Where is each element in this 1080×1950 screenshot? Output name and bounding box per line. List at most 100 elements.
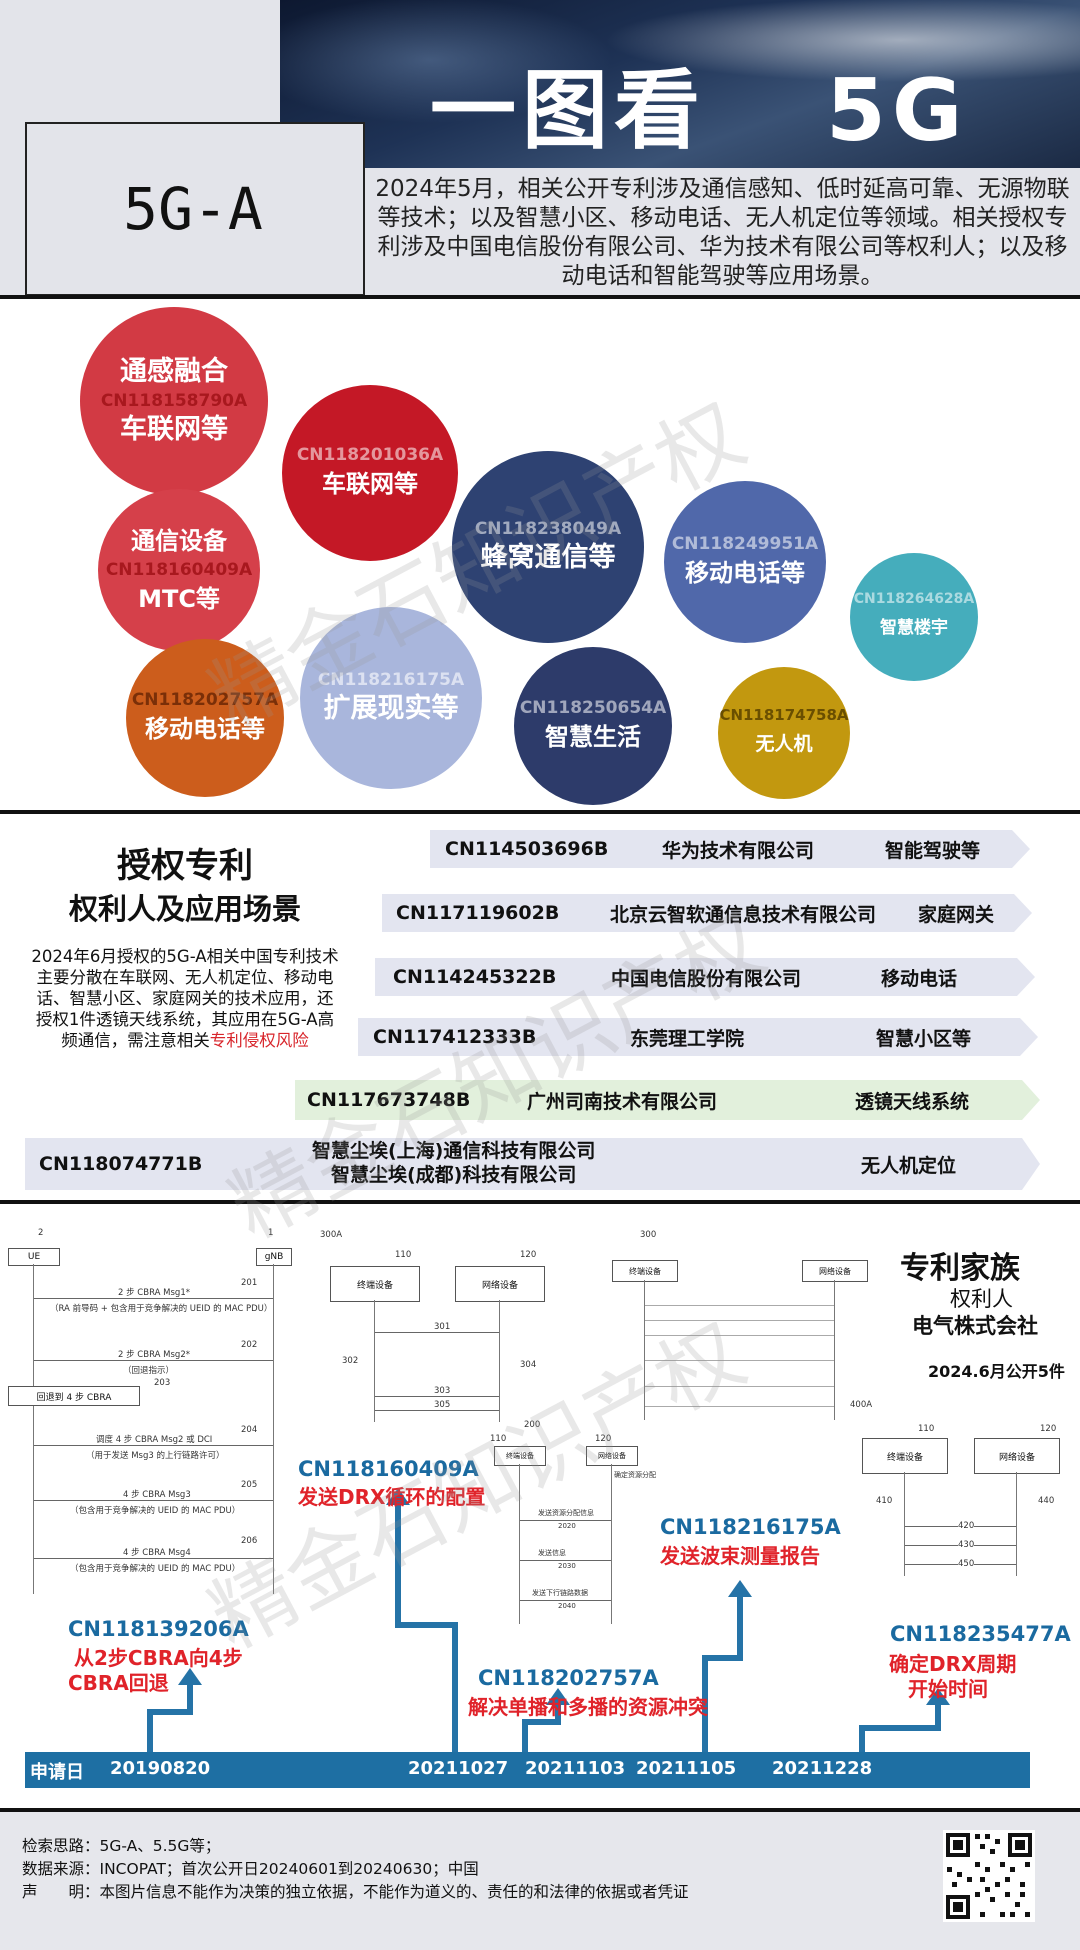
lifeline bbox=[1016, 1472, 1017, 1576]
network-box: 网络设备 bbox=[455, 1266, 545, 1302]
bubble-code: CN118160409A bbox=[105, 560, 253, 580]
diagram-ref: 1 bbox=[268, 1228, 274, 1238]
annotation-code: CN118202757A bbox=[478, 1666, 659, 1690]
timeline-label: 申请日 bbox=[30, 1762, 84, 1783]
ue-box: UE bbox=[8, 1248, 60, 1266]
fallback-box: 回退到 4 步 CBRA bbox=[8, 1386, 140, 1406]
bubble: CN118202757A 移动电话等 bbox=[126, 639, 284, 797]
patent-owner: 智慧尘埃(上海)通信科技有限公司 智慧尘埃(成都)科技有限公司 bbox=[312, 1139, 595, 1187]
bubble-code: CN118202757A bbox=[131, 690, 279, 710]
annotation-code: CN118235477A bbox=[890, 1622, 1071, 1646]
footer-disclaimer: 声 明：本图片信息不能作为决策的独立依据，不能作为道义的、责任的和法律的依据或者… bbox=[22, 1883, 689, 1901]
bubble-label: 移动电话等 bbox=[685, 559, 805, 587]
sequence-diagram-300: 300 终端设备 网络设备 bbox=[610, 1228, 900, 1428]
message-label: 发送资源分配信息 bbox=[538, 1509, 594, 1517]
message-arrow bbox=[34, 1445, 273, 1446]
sequence-diagram-cbra: 2 1 UE gNB 2 步 CBRA Msg1* 201 （RA 前导码 + … bbox=[8, 1228, 298, 1598]
bubble-top: 通感融合 bbox=[120, 356, 228, 387]
annotation-code: CN118216175A bbox=[660, 1515, 841, 1539]
message-label: 4 步 CBRA Msg4 bbox=[123, 1548, 191, 1558]
terminal-box: 终端设备 bbox=[330, 1266, 420, 1302]
gnb-box: gNB bbox=[256, 1248, 292, 1266]
patent-number: CN117412333B bbox=[373, 1026, 537, 1048]
patent-row: CN114503696B 华为技术有限公司 智能驾驶等 bbox=[430, 830, 1030, 868]
patent-scene: 移动电话 bbox=[881, 967, 958, 990]
step-number: 430 bbox=[958, 1540, 975, 1550]
bubble-cluster: 通感融合 CN118158790A 车联网等 CN118201036A 车联网等… bbox=[0, 299, 1080, 809]
granted-desc-text: 2024年6月授权的5G-A相关中国专利技术主要分散在车联网、无人机定位、移动电… bbox=[31, 947, 339, 1050]
message-sub: （回退指示） bbox=[123, 1366, 175, 1376]
lifeline bbox=[834, 1280, 835, 1420]
bubble-code: CN118249951A bbox=[671, 534, 819, 554]
bubble-label: 车联网等 bbox=[322, 470, 418, 498]
patent-owner-line2: 智慧尘埃(成都)科技有限公司 bbox=[331, 1164, 577, 1186]
bubble-code: CN118158790A bbox=[100, 391, 248, 411]
message-arrow bbox=[34, 1360, 273, 1361]
message-sub: （用于发送 Msg3 的上行链路许可） bbox=[86, 1451, 225, 1461]
annotation-desc: 开始时间 bbox=[908, 1677, 988, 1701]
message-arrow bbox=[645, 1320, 834, 1321]
connector-arrow bbox=[522, 1700, 561, 1752]
bubble: CN118238049A 蜂窝通信等 bbox=[452, 451, 644, 643]
lifeline bbox=[611, 1464, 612, 1624]
message-arrow bbox=[34, 1298, 273, 1299]
annotation-code: CN118160409A bbox=[298, 1457, 479, 1481]
header-banner bbox=[280, 0, 1080, 168]
footer-search: 检索思路：5G-A、5.5G等； bbox=[22, 1837, 221, 1855]
annotation-desc: 发送DRX循环的配置 bbox=[298, 1485, 486, 1509]
annotation-code: CN118139206A bbox=[68, 1617, 249, 1641]
message-label: 发送信息 bbox=[538, 1549, 566, 1557]
bubble-top: 通信设备 bbox=[131, 527, 227, 555]
connector-arrowhead bbox=[546, 1688, 570, 1705]
patent-row: CN117119602B 北京云智软通信息技术有限公司 家庭网关 bbox=[382, 894, 1032, 932]
step-number: 420 bbox=[958, 1521, 975, 1531]
network-box: 网络设备 bbox=[802, 1260, 868, 1282]
bubble-label: 扩展现实等 bbox=[323, 693, 459, 724]
diagram-ref: 120 bbox=[595, 1434, 612, 1444]
diagram-ref: 2 bbox=[38, 1228, 44, 1238]
lifeline bbox=[904, 1472, 905, 1576]
sequence-diagram-200: 200 110 120 终端设备 网络设备 确定资源分配 发送资源分配信息 20… bbox=[490, 1420, 656, 1630]
bubble-label: 智慧楼宇 bbox=[880, 618, 948, 638]
patent-owner: 华为技术有限公司 bbox=[662, 839, 815, 862]
step-number: 2020 bbox=[558, 1522, 576, 1530]
annotation-desc: CBRA回退 bbox=[68, 1671, 169, 1695]
step-number: 2030 bbox=[558, 1562, 576, 1570]
lifeline bbox=[519, 1464, 520, 1624]
granted-title: 授权专利 bbox=[117, 846, 253, 886]
diagram-ref: 200 bbox=[524, 1420, 541, 1430]
sequence-diagram-400a: 400A 110 120 终端设备 网络设备 410 440 420 430 4… bbox=[850, 1400, 1070, 1580]
patent-scene: 智慧小区等 bbox=[876, 1027, 972, 1050]
message-arrow bbox=[34, 1500, 273, 1501]
connector-arrow bbox=[147, 1680, 193, 1752]
bubble: CN118264628A 智慧楼宇 bbox=[850, 553, 978, 681]
timeline-date: 20211105 bbox=[636, 1758, 737, 1779]
bubble-code: CN118250654A bbox=[519, 698, 667, 718]
patent-number: CN117673748B bbox=[307, 1089, 471, 1111]
diagram-ref: 300A bbox=[320, 1230, 343, 1240]
step-number: 206 bbox=[241, 1536, 258, 1546]
message-arrow bbox=[375, 1396, 499, 1397]
timeline-date: 20211228 bbox=[772, 1758, 873, 1779]
message-arrow bbox=[375, 1410, 499, 1411]
connector-arrowhead bbox=[178, 1668, 202, 1685]
diagram-ref: 110 bbox=[395, 1250, 412, 1260]
patent-row: CN118074771B 智慧尘埃(上海)通信科技有限公司 智慧尘埃(成都)科技… bbox=[25, 1138, 1040, 1190]
bubble-code: CN118238049A bbox=[474, 519, 622, 539]
message-arrow bbox=[520, 1600, 611, 1601]
bubble: CN118250654A 智慧生活 bbox=[514, 647, 672, 805]
message-sub: （包含用于竞争解决的 UEID 的 MAC PDU） bbox=[70, 1506, 241, 1516]
family-title: 专利家族 bbox=[900, 1251, 1020, 1286]
patent-number: CN114245322B bbox=[393, 966, 557, 988]
bubble: CN118249951A 移动电话等 bbox=[664, 481, 826, 643]
message-arrow bbox=[520, 1520, 611, 1521]
bubble: CN118216175A 扩展现实等 bbox=[300, 607, 482, 789]
step-number: 304 bbox=[520, 1360, 537, 1370]
terminal-box: 终端设备 bbox=[612, 1260, 678, 1282]
patent-row: CN114245322B 中国电信股份有限公司 移动电话 bbox=[375, 958, 1035, 996]
step-number: 205 bbox=[241, 1480, 258, 1490]
step-number: 302 bbox=[342, 1356, 359, 1366]
annotation-desc: 解决单播和多播的资源冲突 bbox=[468, 1695, 708, 1719]
family-owner-label: 权利人 bbox=[950, 1287, 1013, 1311]
